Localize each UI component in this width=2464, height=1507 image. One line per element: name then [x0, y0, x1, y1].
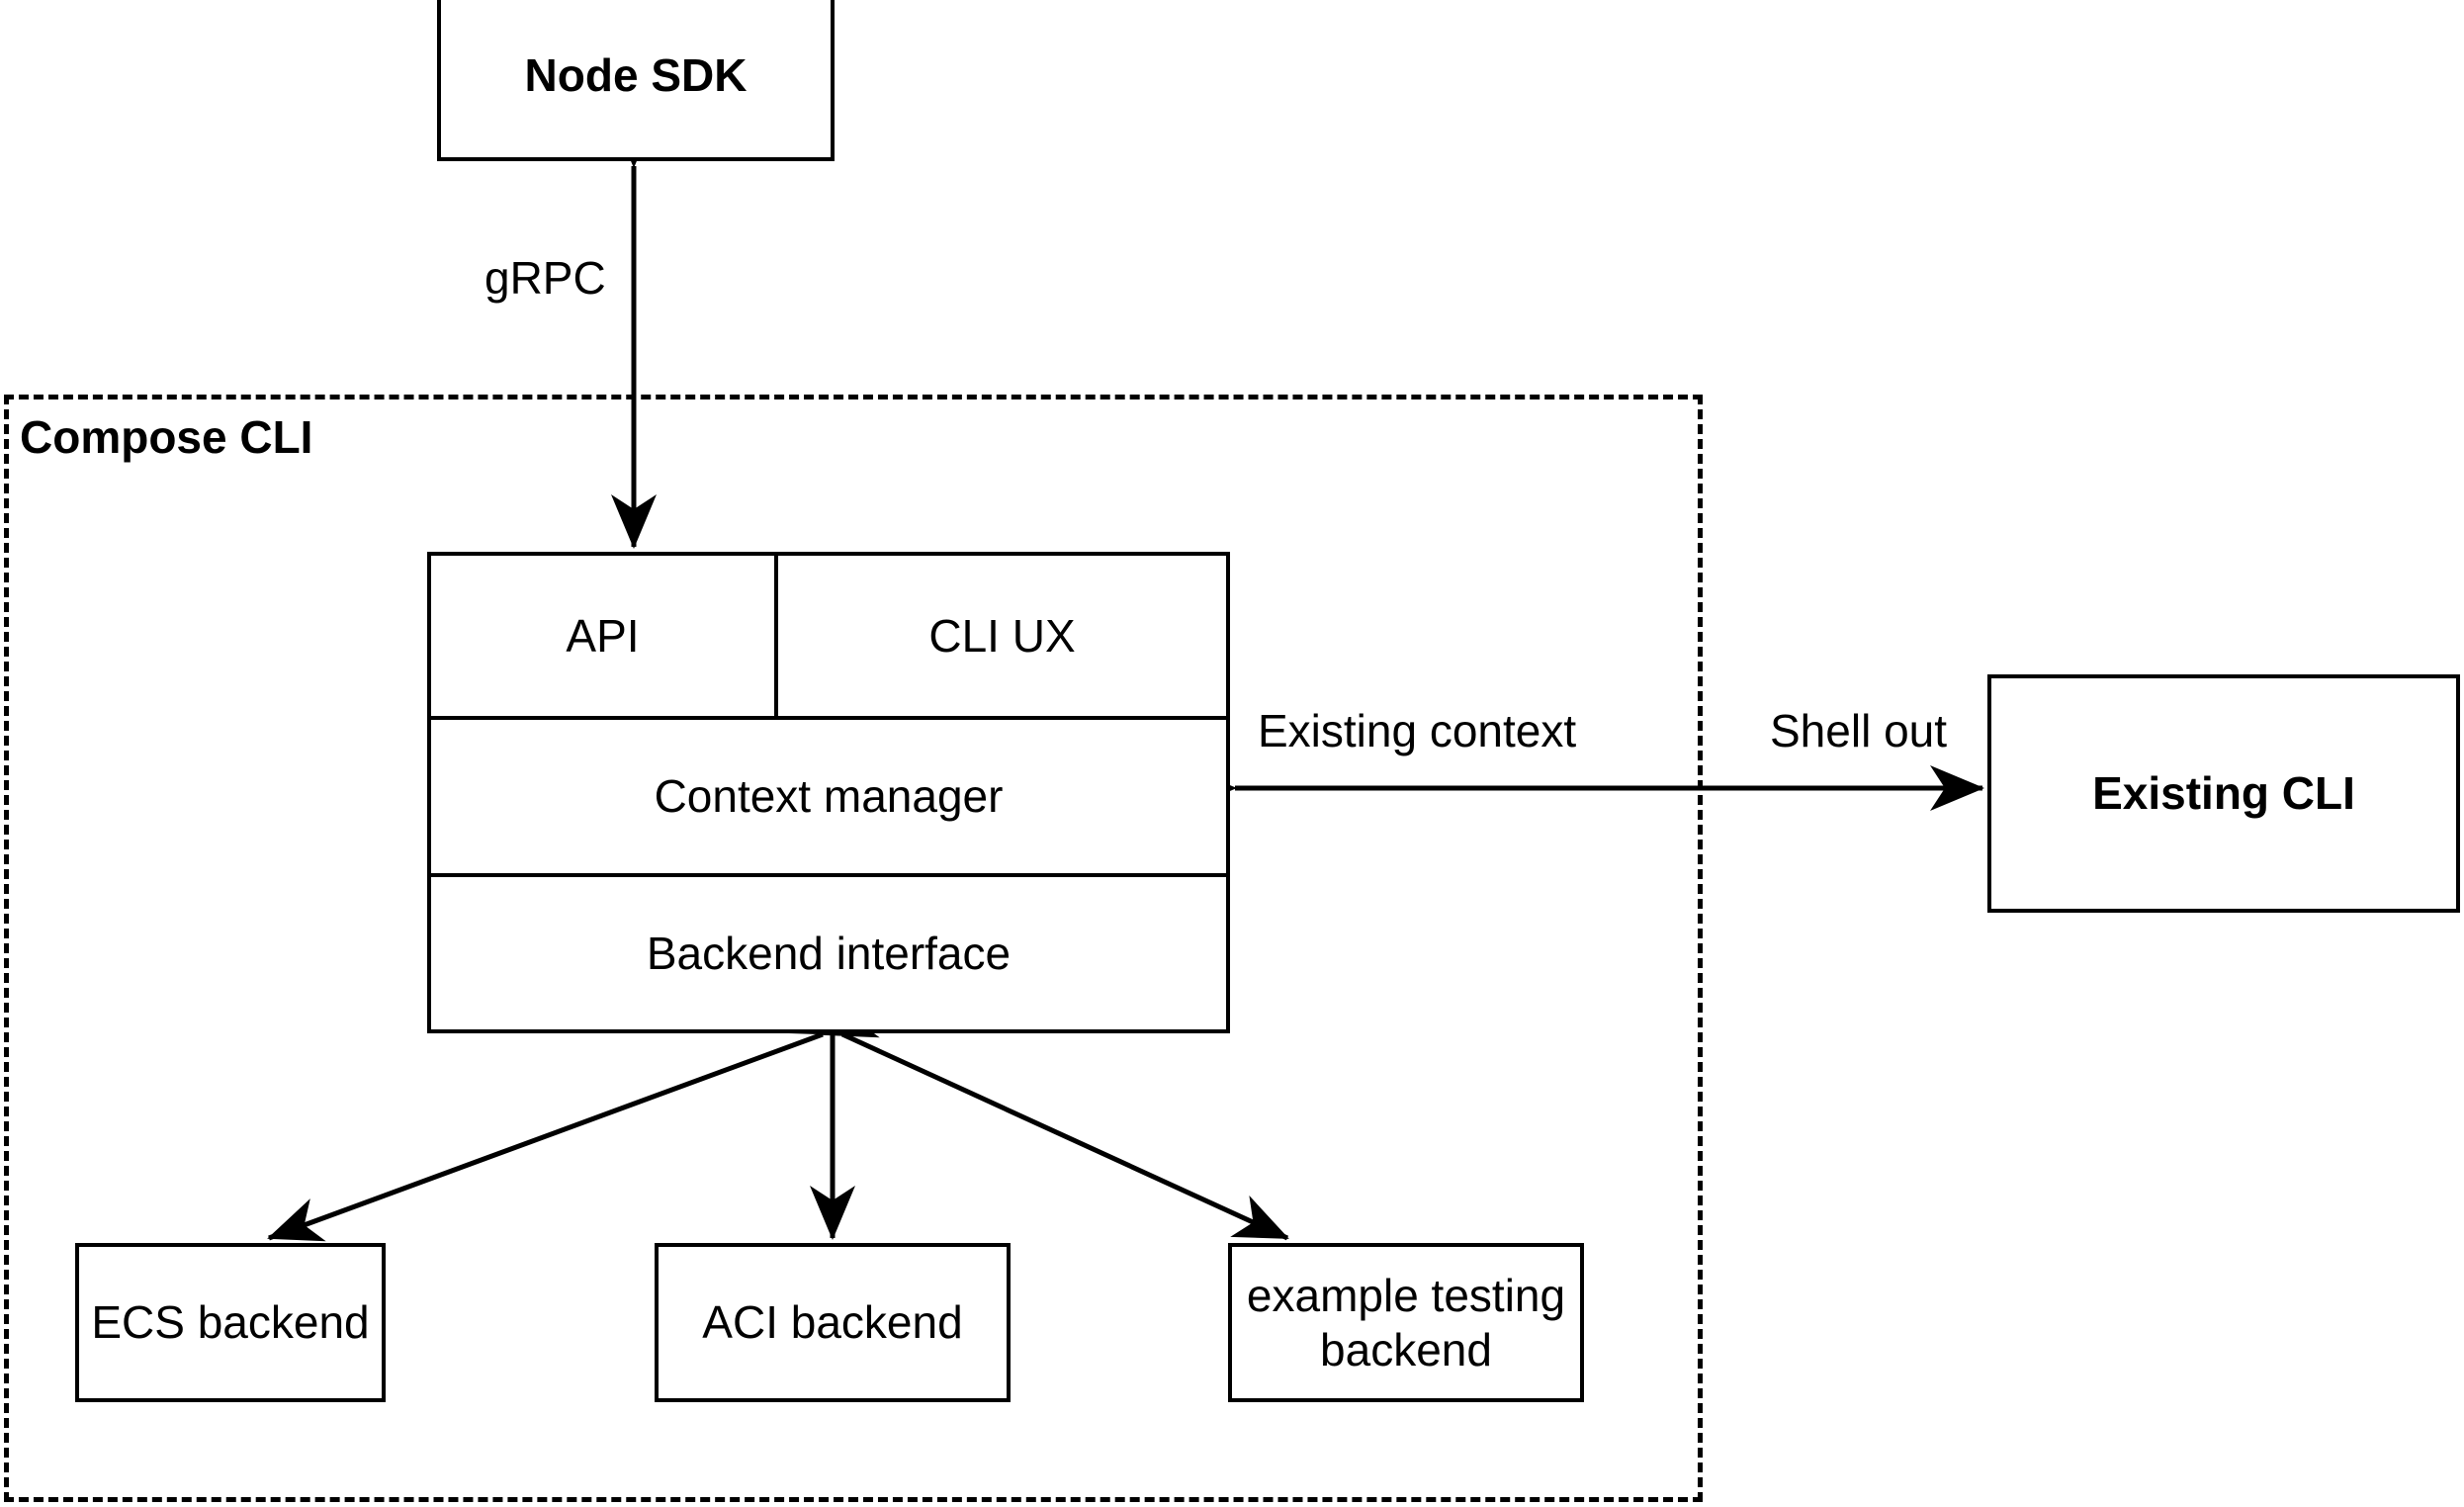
node-example-testing-backend-line1: example testing: [1246, 1270, 1566, 1322]
node-existing-cli: Existing CLI: [1987, 674, 2460, 913]
node-node-sdk: Node SDK: [437, 0, 835, 161]
edge-label-shell-out: Shell out: [1770, 705, 1948, 756]
node-compose-cli-stack: API CLI UX Context manager Backend inter…: [427, 552, 1230, 1033]
node-context-manager: Context manager: [431, 720, 1226, 877]
node-ecs-backend: ECS backend: [75, 1243, 386, 1402]
node-api: API: [431, 556, 778, 716]
edge-label-grpc: gRPC: [484, 252, 606, 304]
edge-label-existing-context: Existing context: [1258, 705, 1577, 756]
node-example-testing-backend-line2: backend: [1320, 1323, 1492, 1375]
node-aci-backend: ACI backend: [655, 1243, 1011, 1402]
node-cli-ux: CLI UX: [778, 556, 1226, 716]
node-example-testing-backend: example testing backend: [1228, 1243, 1584, 1402]
group-compose-cli-label: Compose CLI: [20, 411, 313, 463]
group-compose-cli: [4, 395, 1703, 1502]
stack-row-api-cliux: API CLI UX: [431, 556, 1226, 720]
node-backend-interface: Backend interface: [431, 877, 1226, 1029]
